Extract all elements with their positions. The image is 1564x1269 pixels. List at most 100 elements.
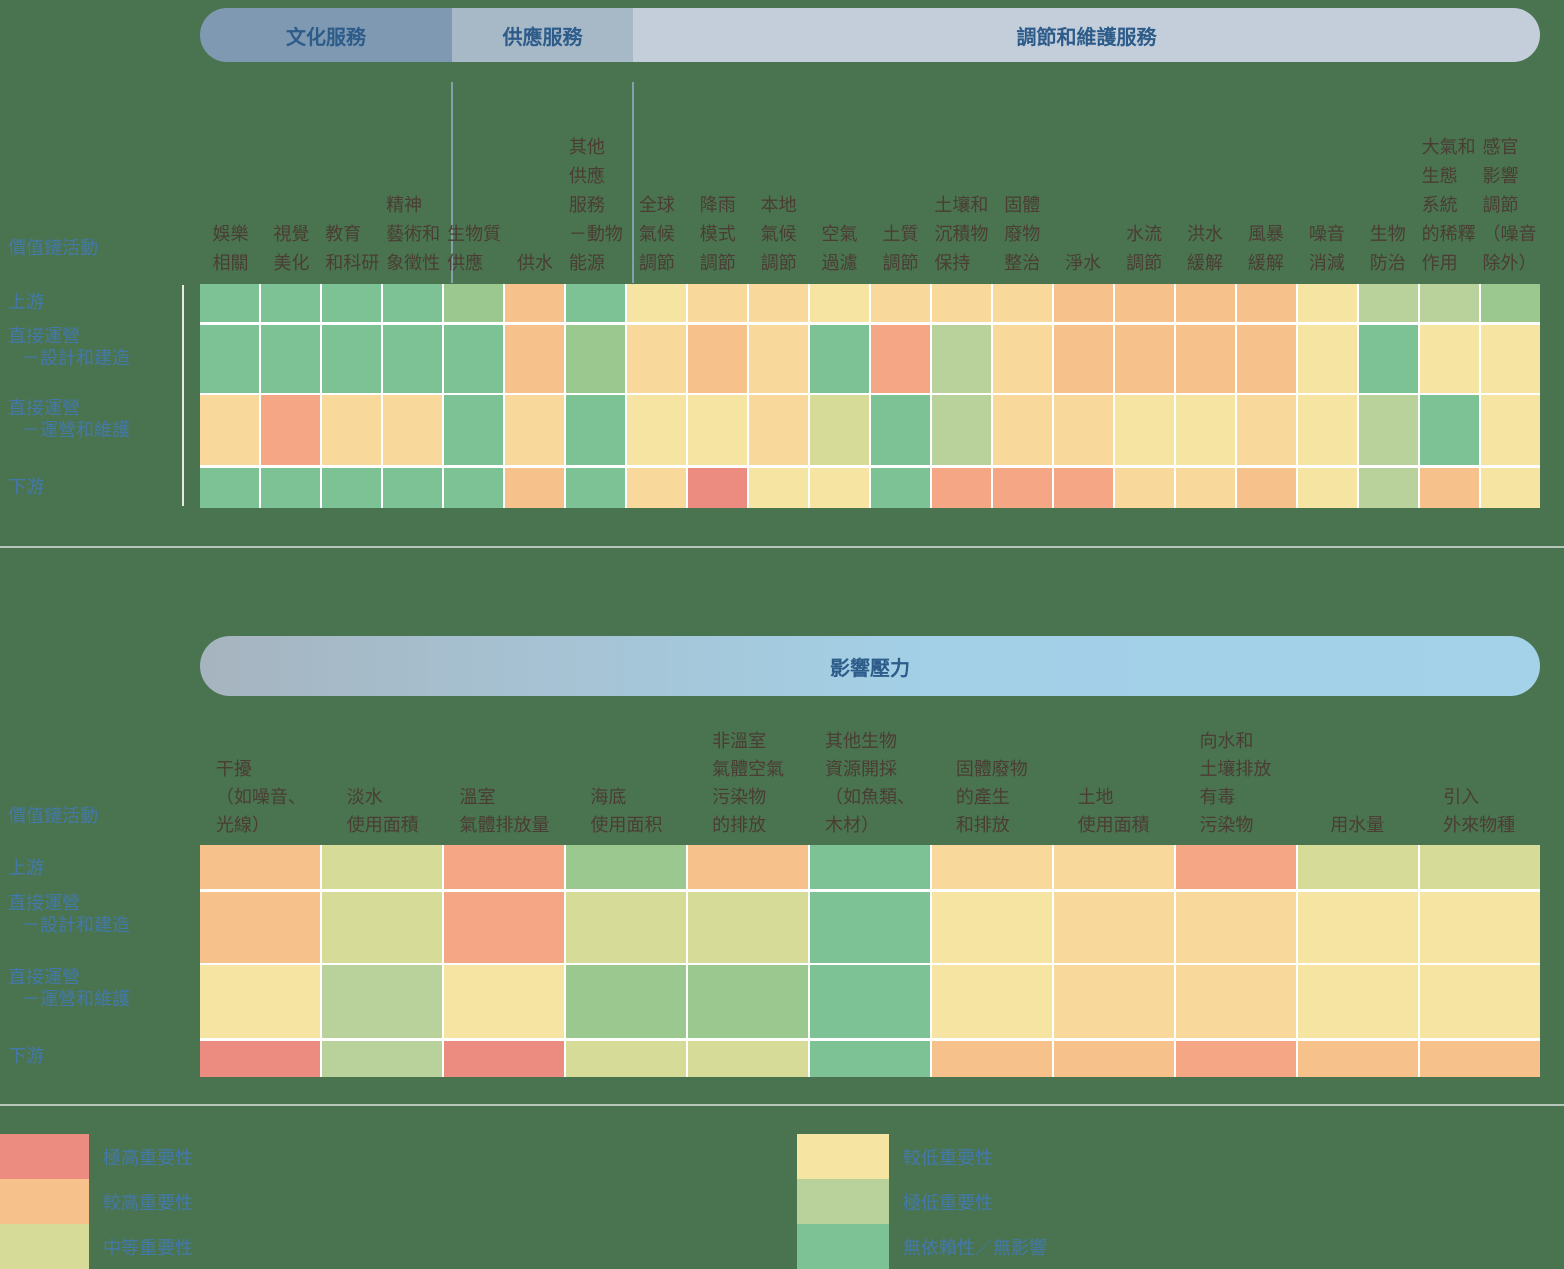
heatmap-cell-r3c8 (627, 395, 686, 465)
legend-importance-high: 極高重要性較高重要性中等重要性 (0, 1134, 193, 1269)
column-header-label: 用水量 (1330, 815, 1385, 836)
legend-label: 較低重要性 (903, 1147, 993, 1169)
column-header-label: 溫室 氣體排放量 (459, 787, 550, 836)
column-header-label: 大氣和 生態 系統 的稀釋 作用 (1421, 137, 1476, 274)
heatmap-cell-r2c3 (444, 891, 564, 963)
column-header-4: 精神 藝術和 象徵性 (383, 191, 444, 283)
legend-item: 無依賴性／無影響 (797, 1224, 1047, 1269)
value-chain-label: 價值鏈活動 (8, 238, 98, 259)
heatmap-cell-r1c7 (566, 284, 625, 322)
legend-label: 無依賴性／無影響 (903, 1237, 1047, 1259)
heatmap-cell-r1c16 (1115, 284, 1174, 322)
heatmap-cell-r4c12 (871, 467, 930, 508)
column-header-1: 干擾 （如噪音、 光線） (200, 756, 322, 845)
column-header-4: 海底 使用面积 (565, 784, 687, 845)
row-label-downstream: 下游 (8, 1046, 44, 1067)
column-header-8: 全球 氣候 調節 (626, 191, 687, 283)
legend-item: 極高重要性 (0, 1134, 193, 1179)
heatmap-cell-r3c14 (993, 395, 1052, 465)
heatmap-cell-r1c13 (932, 284, 991, 322)
value-chain-label: 價值鏈活動 (8, 806, 98, 827)
heatmap-cell-r2c22 (1481, 324, 1540, 393)
row-label-downstream: 下游 (8, 477, 44, 498)
heatmap-cell-r4c17 (1176, 467, 1235, 508)
heatmap-cell-r4c9 (1176, 1040, 1296, 1077)
column-header-12: 土質 調節 (870, 220, 931, 283)
heatmap-cell-r4c10 (1298, 1040, 1418, 1077)
column-header-15: 淨水 (1053, 249, 1114, 283)
heatmap-cell-r2c4 (383, 324, 442, 393)
group-regulating-services: 調節和維護服務 (633, 8, 1540, 62)
heatmap-cell-r4c15 (1054, 467, 1113, 508)
heatmap-cell-r2c20 (1359, 324, 1418, 393)
heatmap-cell-r1c11 (1420, 845, 1540, 889)
column-header-9: 向水和 土壤排放 有毒 污染物 (1175, 728, 1297, 845)
column-header-7: 固體廢物 的產生 和排放 (931, 756, 1053, 845)
column-header-10: 用水量 (1296, 812, 1418, 845)
heatmap-cell-r4c22 (1481, 467, 1540, 508)
heatmap-cell-r4c21 (1420, 467, 1479, 508)
legend-swatch-L (797, 1134, 889, 1179)
heatmap-cell-r1c12 (871, 284, 930, 322)
heatmap-cell-r4c4 (383, 467, 442, 508)
heatmap-cell-r3c8 (1054, 965, 1174, 1038)
group-label: 供應服務 (502, 24, 583, 49)
heatmap-cell-r3c1 (200, 965, 320, 1038)
group-provisioning-services: 供應服務 (452, 8, 633, 62)
heatmap-cell-r1c19 (1298, 284, 1357, 322)
heatmap-cell-r2c2 (322, 891, 442, 963)
column-header-10: 本地 氣候 調節 (748, 191, 809, 283)
column-header-19: 噪音 消減 (1296, 220, 1357, 283)
column-header-label: 生物 防治 (1369, 224, 1406, 274)
group-label: 文化服務 (286, 24, 366, 49)
heatmap-cell-r3c7 (932, 965, 1052, 1038)
heatmap-cell-r4c6 (505, 467, 564, 508)
legend-item: 較高重要性 (0, 1179, 193, 1224)
heatmap-cell-r2c5 (444, 324, 503, 393)
heatmap-cell-r2c9 (688, 324, 747, 393)
heatmap-cell-r4c10 (749, 467, 808, 508)
column-header-label: 精神 藝術和 象徵性 (386, 195, 441, 274)
heatmap-cell-r4c16 (1115, 467, 1174, 508)
column-header-label: 非溫室 氣體空氣 污染物 的排放 (712, 731, 785, 836)
heatmap-cell-r4c2 (261, 467, 320, 508)
column-header-14: 固體 廢物 整治 (992, 191, 1053, 283)
heatmap-cell-r3c7 (566, 395, 625, 465)
column-header-8: 土地 使用面積 (1053, 784, 1175, 845)
heatmap-cell-r2c12 (871, 324, 930, 393)
heatmap-cell-r1c14 (993, 284, 1052, 322)
heatmap-cell-r4c1 (200, 467, 259, 508)
heatmap-cell-r2c6 (810, 891, 930, 963)
column-header-label: 海底 使用面积 (590, 787, 663, 836)
bottom-heatmap-grid (200, 845, 1540, 1077)
heatmap-cell-r3c21 (1420, 395, 1479, 465)
heatmap-cell-r3c5 (688, 965, 808, 1038)
heatmap-cell-r1c3 (322, 284, 381, 322)
heatmap-cell-r2c19 (1298, 324, 1357, 393)
column-header-2: 淡水 使用面積 (322, 784, 444, 845)
row-label-upstream: 上游 (8, 292, 44, 313)
heatmap-cell-r2c16 (1115, 324, 1174, 393)
legend-swatch-VH (0, 1134, 89, 1179)
legend-swatch-VL (797, 1179, 889, 1224)
heatmap-cell-r1c10 (1298, 845, 1418, 889)
heatmap-cell-r4c2 (322, 1040, 442, 1077)
column-header-7: 其他 供應 服務 －動物 能源 (565, 133, 626, 283)
column-header-9: 降雨 模式 調節 (687, 191, 748, 283)
group-separator-line (451, 82, 453, 283)
heatmap-cell-r2c2 (261, 324, 320, 393)
heatmap-cell-r1c11 (810, 284, 869, 322)
heatmap-cell-r4c5 (688, 1040, 808, 1077)
column-header-label: 全球 氣候 調節 (638, 195, 675, 274)
heatmap-cell-r3c4 (566, 965, 686, 1038)
heatmap-cell-r2c8 (627, 324, 686, 393)
heatmap-cell-r1c8 (1054, 845, 1174, 889)
heatmap-cell-r3c19 (1298, 395, 1357, 465)
column-header-label: 固體 廢物 整治 (1004, 195, 1041, 274)
heatmap-cell-r4c7 (566, 467, 625, 508)
heatmap-cell-r1c1 (200, 284, 259, 322)
heatmap-cell-r3c18 (1237, 395, 1296, 465)
heatmap-cell-r2c14 (993, 324, 1052, 393)
column-header-3: 溫室 氣體排放量 (444, 784, 566, 845)
heatmap-cell-r4c20 (1359, 467, 1418, 508)
